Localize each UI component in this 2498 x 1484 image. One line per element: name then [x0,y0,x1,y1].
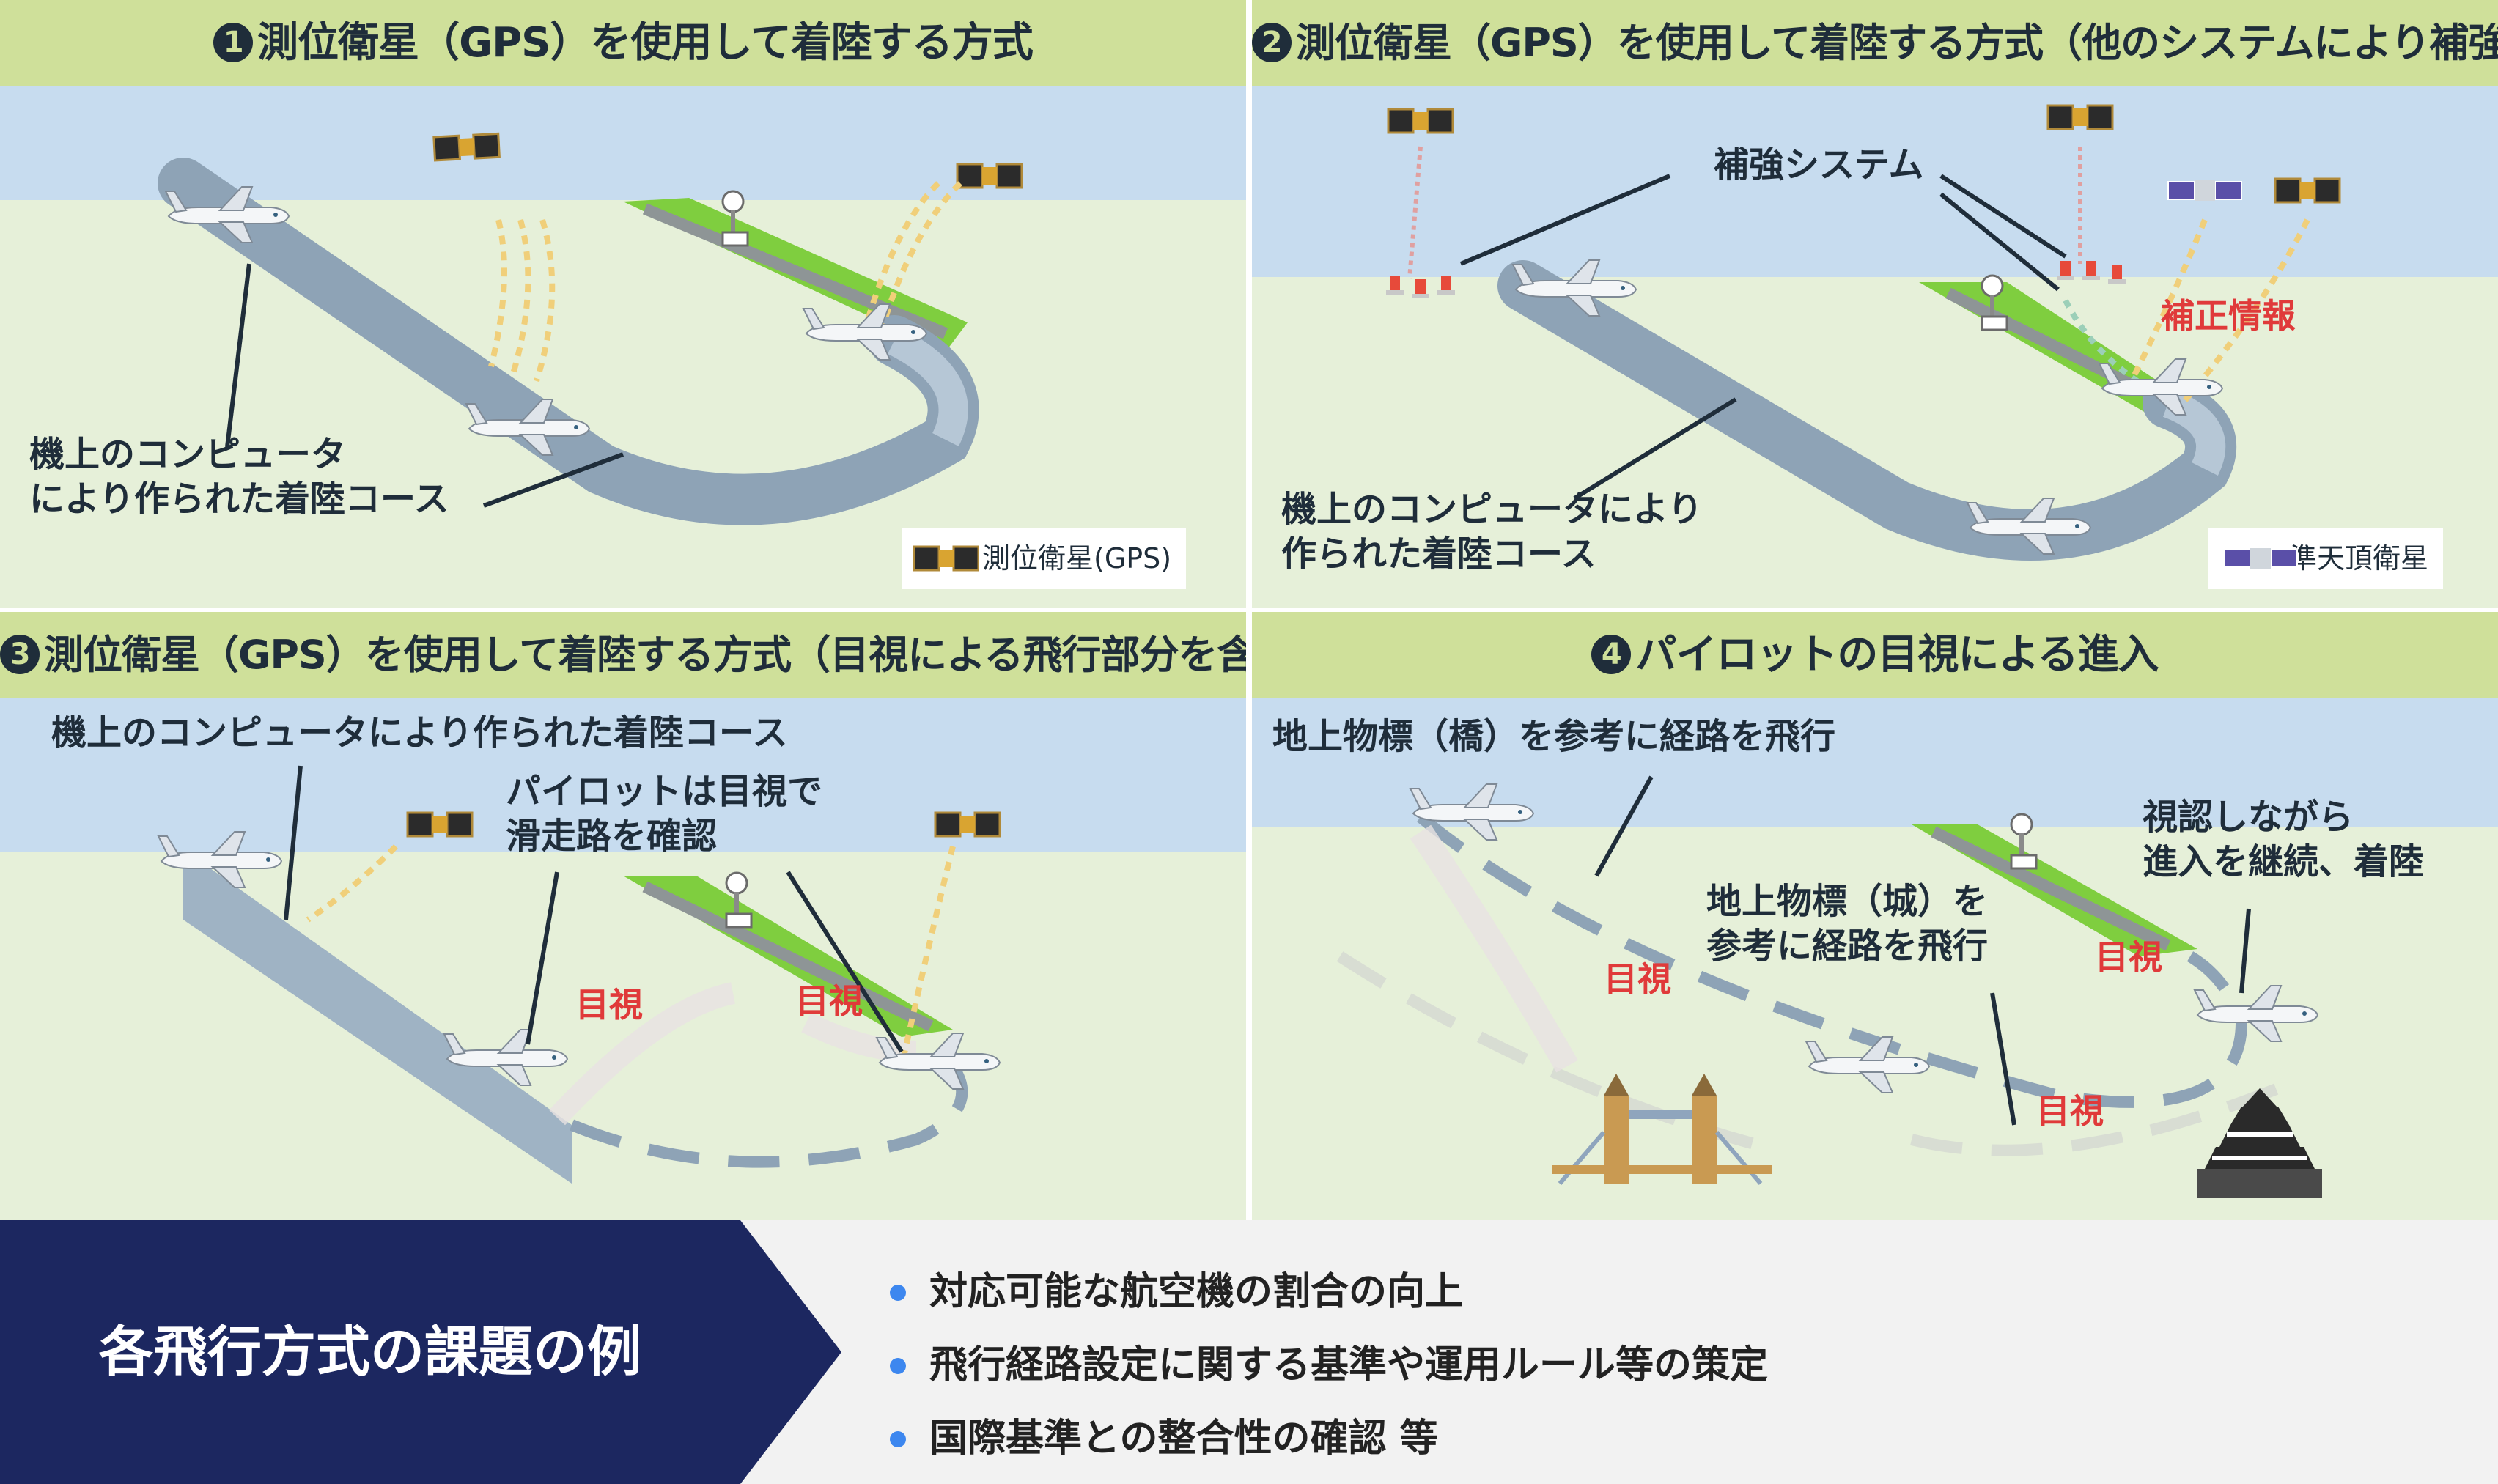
leader-line [225,263,251,448]
ground-station-icon [1437,276,1455,295]
quasi-zenith-satellite-icon [2167,180,2242,202]
step-number-badge: 4 [1591,634,1632,674]
ground-station-icon [1386,276,1404,295]
correction-info-label: 補正情報 [2161,296,2296,336]
step-number-badge: 3 [0,635,40,675]
sky-band [0,698,1246,852]
gps-satellite-icon [956,163,1023,189]
airplane-icon [1805,1036,1930,1093]
leader-line [1573,397,1737,501]
bridge-landmark-label: 地上物標（橋）を参考に経路を飛行 [1272,716,1836,757]
airplane-icon [2194,985,2318,1042]
gps-satellite-icon [913,545,979,572]
augmentation-label: 補強システム [1714,144,1924,185]
leader-line [1939,174,2067,259]
runway [642,203,948,339]
list-item: 飛行経路設定に関する基準や運用ルール等の策定 [887,1329,1768,1402]
issues-list: 対応可能な航空機の割合の向上 飛行経路設定に関する基準や運用ルール等の策定 国際… [887,1255,1768,1475]
leader-line [786,871,904,1053]
ground-station-icon [2082,261,2100,280]
castle-landmark-icon [2197,1088,2322,1198]
quasi-zenith-satellite-icon [2223,547,2298,569]
visual-label: 目視 [575,985,643,1025]
visual-flight-path [569,1063,968,1168]
leader-line [526,871,559,1045]
step-number-badge: 2 [1252,23,1292,63]
leader-line [1459,174,1671,266]
list-item: 国際基準との整合性の確認 等 [887,1402,1768,1475]
course-label: 機上のコンピュータにより作られた着陸コース [51,712,788,753]
step-number-badge: 1 [213,22,254,62]
list-item: 対応可能な航空機の割合の向上 [887,1255,1768,1329]
signal-waves [306,844,956,1067]
legend-gps: 測位衛星(GPS) [902,528,1187,589]
gps-satellite-icon [2046,104,2114,130]
leader-line [482,452,624,508]
gps-satellite-icon [432,132,501,162]
leader-line [1990,992,2016,1126]
scene-illustration [158,132,1023,525]
visual-label: 目視 [1604,959,1671,999]
visual-label: 目視 [795,981,863,1021]
visual-label: 目視 [2095,937,2162,977]
gps-satellite-icon [2274,177,2341,204]
leader-line [1939,192,2060,292]
course-wall [183,861,572,1184]
visual-flight-path [1336,951,2280,1156]
scene-illustration [1386,104,2341,561]
visual-label: 目視 [2036,1091,2104,1131]
signal-waves [488,218,556,383]
continue-approach-label: 視認しながら 進入を継続、着陸 [2143,797,2425,883]
banner-title: 各飛行方式の課題の例 [99,1321,641,1384]
castle-landmark-label: 地上物標（城）を 参考に経路を飛行 [1706,881,1989,967]
runway [1931,826,2171,951]
bridge-landmark-icon [1552,1074,1772,1185]
legend-qzs: 準天頂衛星 [2208,528,2444,589]
pilot-visual-label: パイロットは目視で 滑走路を確認 [506,771,823,857]
leader-line [2239,908,2251,994]
ground-station-icon [2108,265,2126,284]
leader-line [1594,775,1654,877]
banner-heading: 各飛行方式の課題の例 [0,1220,841,1484]
scene-illustration [1336,775,2322,1198]
scene-illustration [158,765,1001,1184]
gps-satellite-icon [406,811,474,838]
course-label: 機上のコンピュータ により作られた着陸コース [29,434,449,520]
signal-waves [2121,218,2310,405]
ground-station-icon [2057,261,2074,280]
course-label: 機上のコンピュータにより 作られた着陸コース [1281,489,1703,575]
ground-station-icon [1412,279,1429,298]
leader-line [284,765,303,920]
gps-satellite-icon [1387,108,1454,134]
control-tower-icon [2010,813,2038,870]
issues-banner: 各飛行方式の課題の例 対応可能な航空機の割合の向上 飛行経路設定に関する基準や運… [0,1220,2498,1484]
gps-satellite-icon [934,811,1001,838]
runway [642,881,934,1032]
